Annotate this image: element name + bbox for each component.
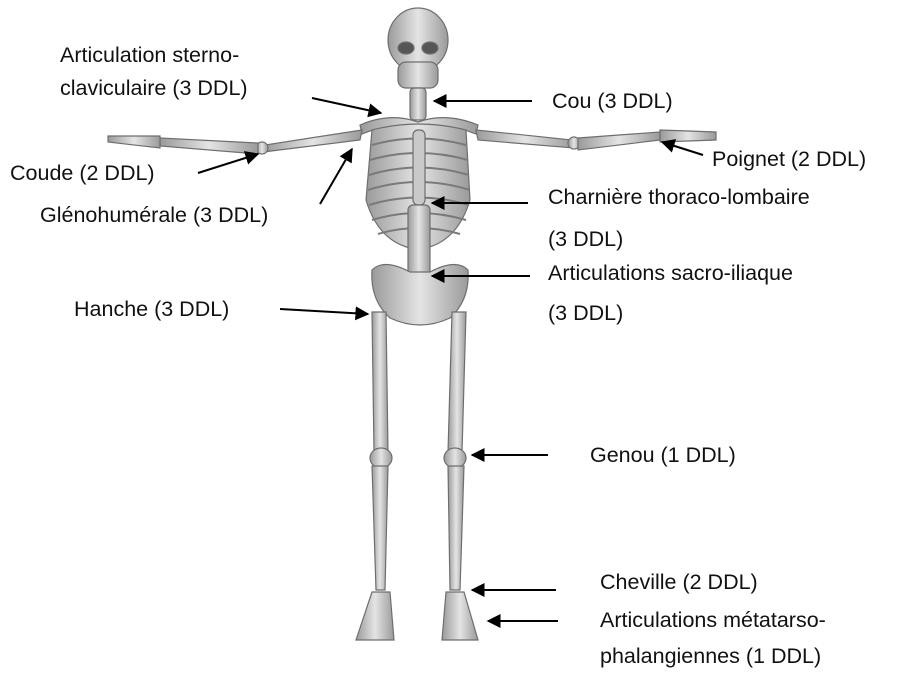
right-femur	[448, 312, 466, 452]
label-glenohumerale: Glénohumérale (3 DDL)	[40, 200, 268, 230]
label-cheville: Cheville (2 DDL)	[600, 567, 758, 597]
left-eye-socket	[398, 42, 414, 54]
label-genou: Genou (1 DDL)	[590, 440, 736, 470]
right-eye-socket	[422, 42, 438, 54]
label-charniere-line2: (3 DDL)	[548, 224, 623, 254]
label-meta-line1: Articulations métatarso-	[600, 605, 826, 635]
left-tibia	[372, 466, 388, 590]
arrow-coude	[198, 154, 258, 173]
label-sterno-line1: Articulation sterno-	[60, 40, 239, 70]
right-forearm	[578, 132, 660, 150]
right-knee	[444, 448, 466, 468]
left-hand	[108, 136, 160, 148]
label-charniere-line1: Charnière thoraco-lombaire	[548, 182, 810, 212]
arrow-poignet	[662, 142, 703, 155]
left-forearm	[160, 138, 258, 154]
right-humerus	[476, 130, 574, 148]
label-cou: Cou (3 DDL)	[552, 86, 673, 116]
right-foot	[442, 592, 478, 640]
label-coude: Coude (2 DDL)	[10, 158, 155, 188]
label-hanche: Hanche (3 DDL)	[74, 294, 229, 324]
arrow-gleno	[320, 149, 352, 204]
right-tibia	[448, 466, 464, 590]
left-humerus	[263, 130, 362, 152]
arrow-hanche	[280, 309, 368, 314]
label-sacro-line2: (3 DDL)	[548, 298, 623, 328]
label-poignet: Poignet (2 DDL)	[712, 144, 866, 174]
label-sterno-line2: claviculaire (3 DDL)	[60, 73, 248, 103]
right-hand	[660, 130, 716, 142]
label-meta-line2: phalangiennes (1 DDL)	[600, 641, 821, 671]
left-foot	[356, 592, 394, 640]
lumbar-spine	[408, 205, 430, 280]
sternum	[413, 130, 425, 205]
cervical-spine	[410, 88, 426, 120]
left-femur	[372, 312, 388, 452]
arrow-sterno	[312, 98, 381, 113]
label-sacro-line1: Articulations sacro-iliaque	[548, 258, 793, 288]
left-knee	[370, 448, 392, 468]
jaw	[398, 62, 438, 88]
